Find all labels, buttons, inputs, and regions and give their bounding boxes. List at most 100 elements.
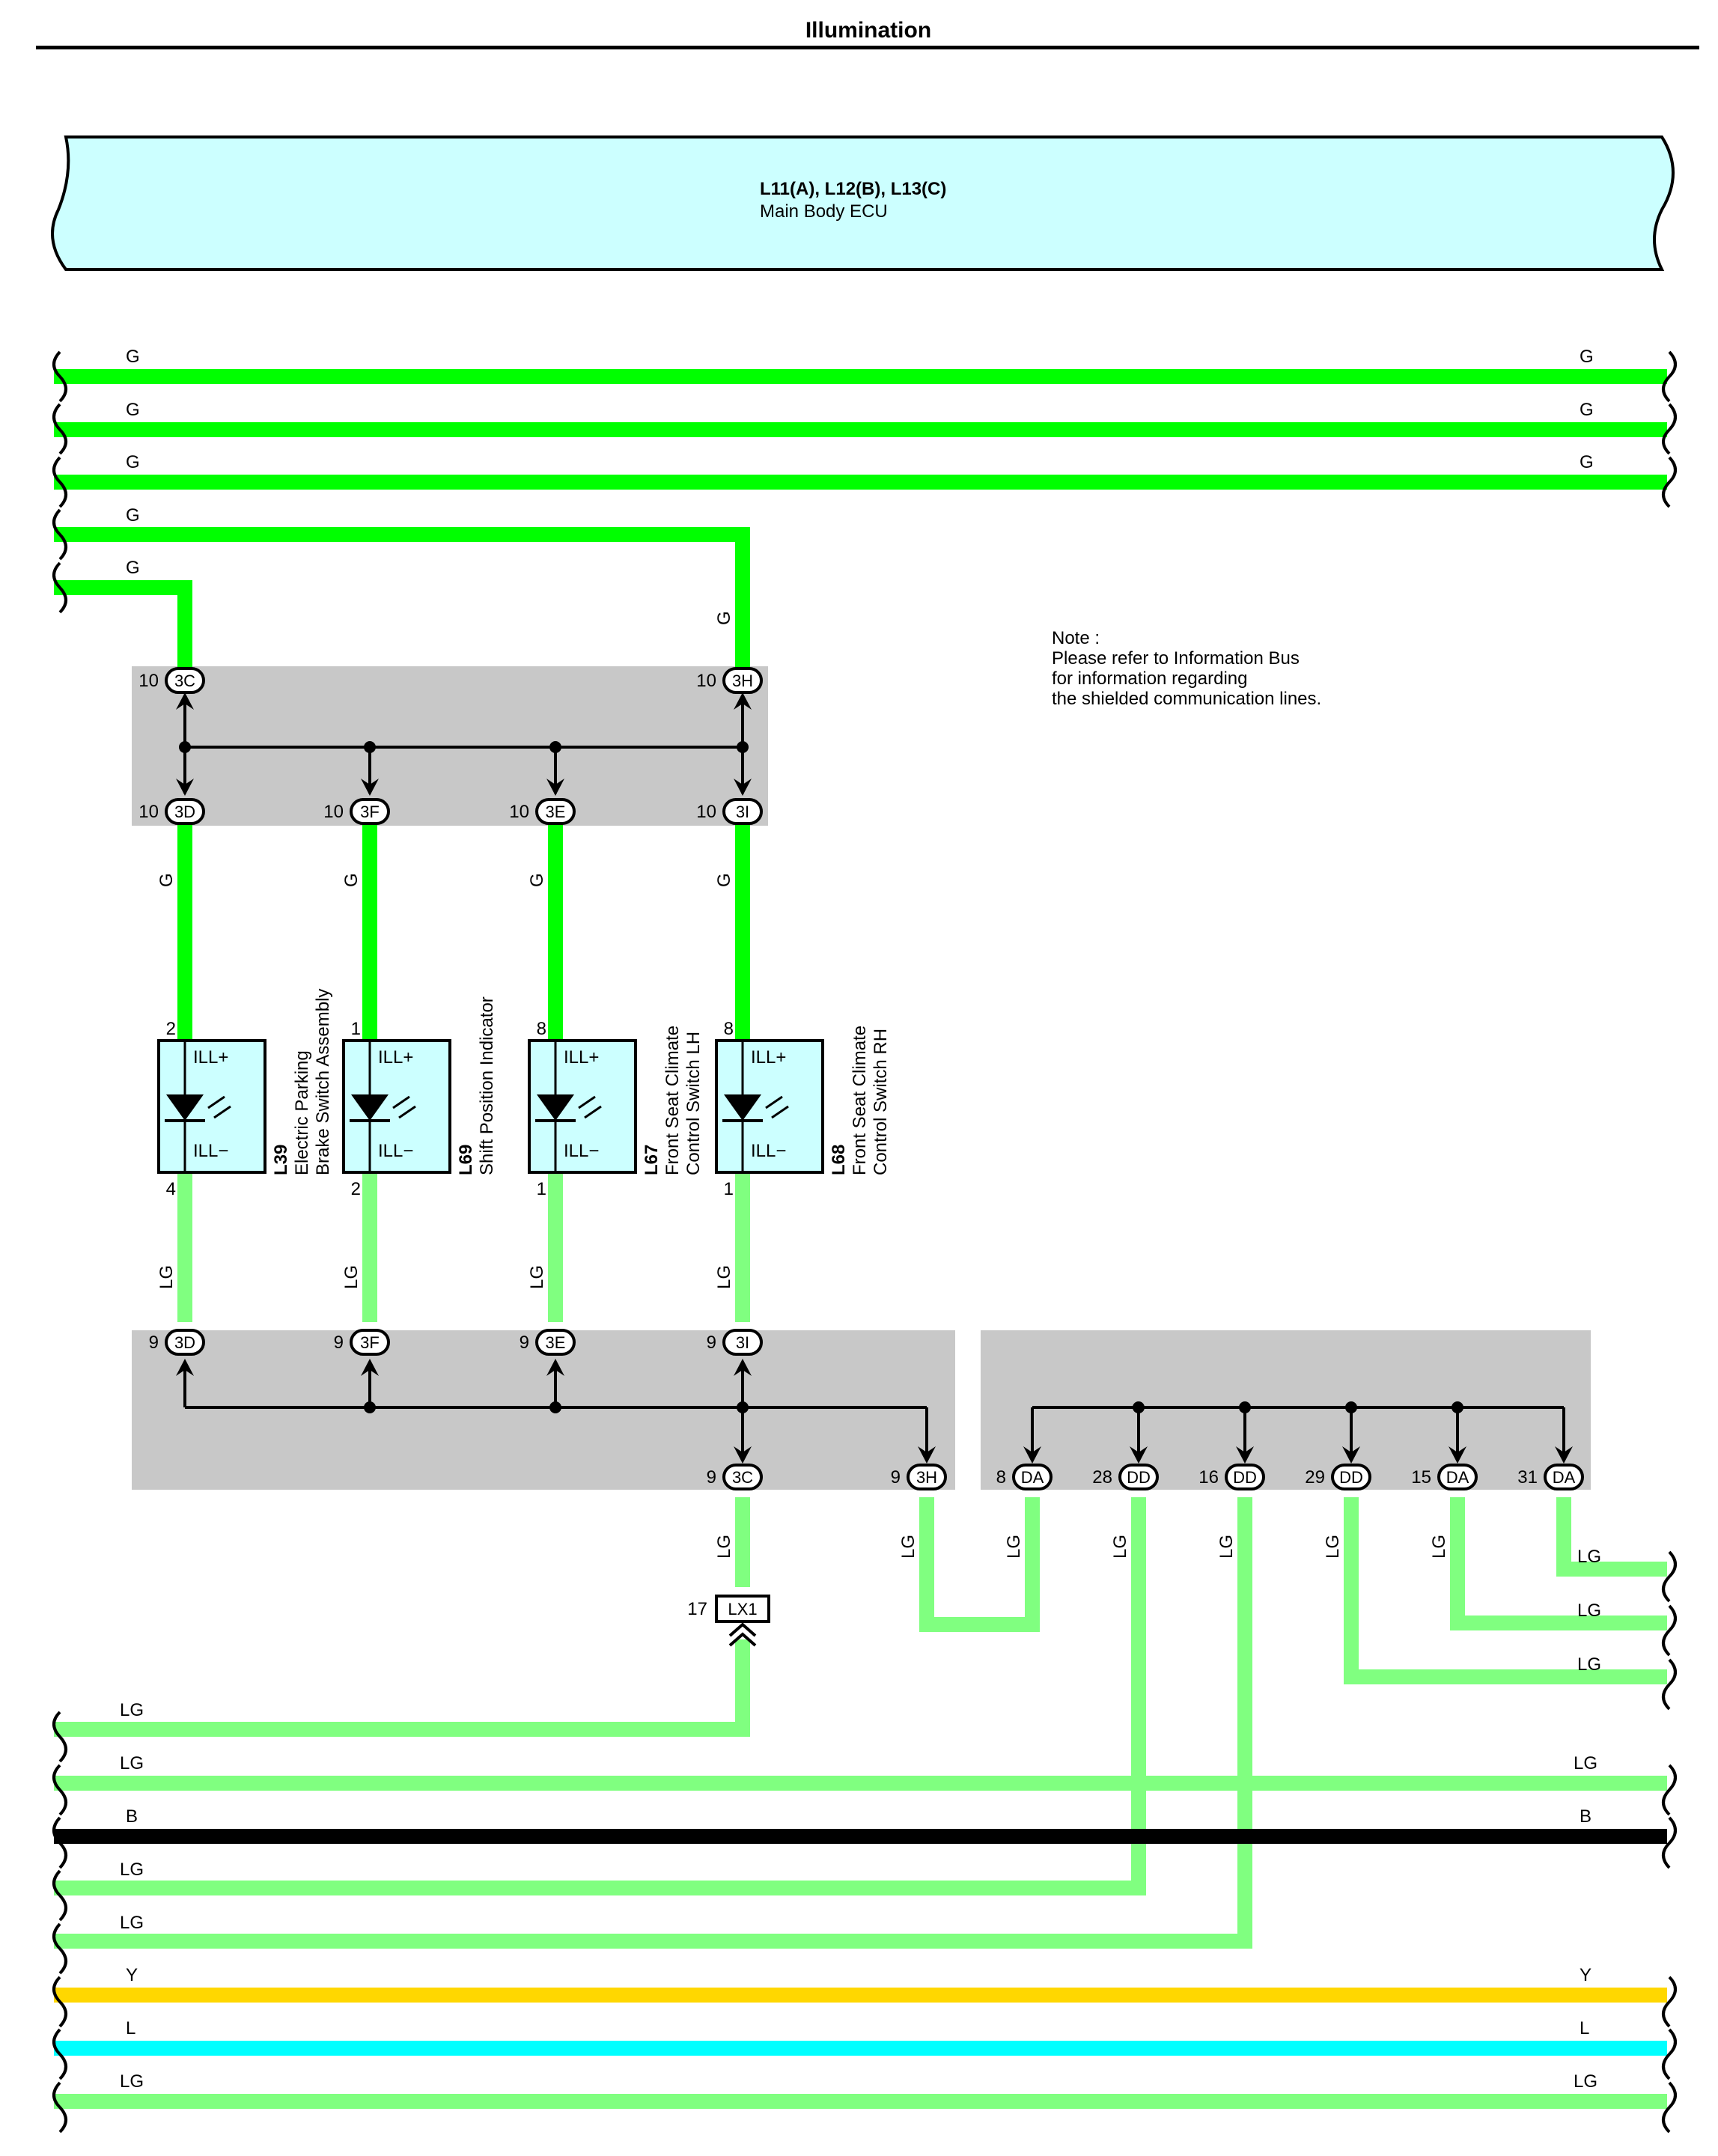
connector-pin: 9 [520,1333,529,1353]
connector-pin: 10 [696,671,716,691]
wire-labels-vertical-g: G G G G G [156,611,734,887]
connector-3c-upper: 3C 10 [138,667,205,694]
wire-labels-top-right: G G G [1580,347,1594,472]
connector-pin: 9 [891,1467,901,1487]
led-icon [537,1094,574,1121]
svg-text:LG: LG [120,1913,144,1933]
note-line-2: Please refer to Information Bus [1052,648,1300,669]
ill-minus-label: ILL− [378,1141,413,1161]
svg-text:LG: LG [1577,1547,1601,1567]
wire-labels-bottom-left: LG LG B LG LG Y L LG [120,1700,144,2092]
component-name-l68-1: Front Seat Climate [850,1026,870,1175]
pin-bottom: 1 [537,1179,546,1199]
wire-labels-bottom-right: LG B Y L LG [1574,1753,1597,2092]
svg-text:LG: LG [714,1265,734,1289]
top-g-wires [54,369,1667,672]
wire-g-l39 [177,822,192,1039]
connector-id: DD [1339,1468,1363,1487]
component-lg-wires [177,1172,750,1322]
svg-text:G: G [126,347,140,367]
ill-plus-label: ILL+ [564,1047,599,1068]
svg-text:LG: LG [120,1860,144,1880]
wire-lg-bottom-1 [54,1776,1667,1791]
pin-top: 8 [724,1019,734,1039]
connector-pin: 31 [1517,1467,1538,1487]
connector-3i-lower: 3I 9 [707,1329,763,1356]
connector-pin: 9 [334,1333,344,1353]
connector-id: 3E [546,803,566,821]
component-code-l67: L67 [642,1145,662,1175]
connector-pin: 10 [138,802,159,822]
connector-id: DD [1233,1468,1257,1487]
connector-3d-lower: 3D 9 [149,1329,205,1356]
main-body-ecu-banner [51,135,1675,271]
svg-text:G: G [126,505,140,526]
wire-lg-l69 [362,1172,377,1322]
connector-id: DA [1446,1468,1469,1487]
ill-plus-label: ILL+ [193,1047,228,1068]
svg-text:LG: LG [714,1535,734,1559]
svg-text:LG: LG [120,1700,144,1720]
svg-text:LG: LG [120,1753,144,1773]
connector-id: DA [1021,1468,1044,1487]
connector-dd-29: DD 29 [1305,1464,1371,1490]
connector-3e-lower: 3E 9 [520,1329,576,1356]
connector-id: 3I [736,1333,749,1352]
wire-labels-right-short: LG LG LG [1577,1547,1601,1675]
connector-lx1: LX1 17 [687,1595,770,1647]
led-icon [351,1094,389,1121]
component-name-l68-2: Control Switch RH [871,1029,891,1175]
wire-g-l67 [548,822,563,1039]
wire-labels-vertical-lg: LG LG LG LG LG LG LG LG LG LG LG [156,1265,1449,1559]
ill-plus-label: ILL+ [751,1047,786,1068]
wire-lg-dd16 [54,1497,1252,1949]
svg-text:G: G [156,873,177,887]
wire-g-2 [54,422,1667,437]
page-title: Illumination [805,18,931,43]
connector-id: 3C [732,1468,753,1487]
connector-pin: 9 [149,1333,159,1353]
svg-text:LG: LG [341,1265,362,1289]
connector-pin: 8 [996,1467,1006,1487]
connector-pin: 17 [687,1599,707,1619]
wire-b-bottom [54,1829,1667,1844]
svg-text:LG: LG [1323,1535,1343,1559]
connector-id: DD [1127,1468,1151,1487]
connector-pin: 16 [1198,1467,1219,1487]
lower-lg-wires [54,1497,1667,1949]
connector-da-15: DA 15 [1411,1464,1478,1490]
connector-pin: 28 [1092,1467,1112,1487]
svg-text:LG: LG [1004,1535,1024,1559]
connector-pin: 9 [707,1333,716,1353]
connector-dd-16: DD 16 [1198,1464,1265,1490]
component-l69: ILL+ ILL− 1 2 [342,1019,451,1199]
svg-text:B: B [1580,1806,1591,1827]
break-marks [52,350,1677,2134]
svg-text:LG: LG [898,1535,919,1559]
wire-g-l68 [735,822,750,1039]
connector-da-8: DA 8 [996,1464,1053,1490]
component-l68: ILL+ ILL− 8 1 [715,1019,824,1199]
svg-text:LG: LG [527,1265,547,1289]
wire-lg-l39 [177,1172,192,1322]
ill-minus-label: ILL− [564,1141,599,1161]
title-rule [36,46,1699,49]
component-name-l39-1: Electric Parking [292,1050,312,1175]
svg-text:G: G [714,611,734,625]
wire-lg-l68 [735,1172,750,1322]
component-code-l39: L39 [271,1145,291,1175]
connector-pin: 10 [696,802,716,822]
wire-l-bottom [54,2041,1667,2056]
bottom-wires [54,1776,1667,2109]
wire-lg-dd28 [54,1497,1146,1895]
arrow-markers [176,692,1573,1464]
component-name-l69-1: Shift Position Indicator [477,996,497,1175]
connector-id: LX1 [728,1600,757,1618]
connector-3h-upper: 3H 10 [696,667,763,694]
connector-id: 3D [174,1333,195,1352]
connector-dd-28: DD 28 [1092,1464,1159,1490]
ill-plus-label: ILL+ [378,1047,413,1068]
svg-text:G: G [126,558,140,578]
svg-text:LG: LG [1574,2071,1597,2092]
svg-text:G: G [527,873,547,887]
